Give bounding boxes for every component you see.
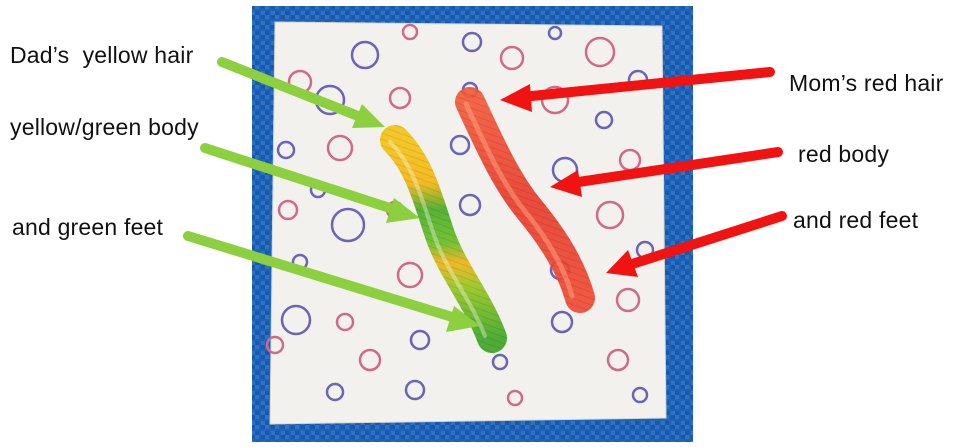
label-moms-red-hair: Mom’s red hair [789,72,943,95]
label-dads-yellow-hair: Dad’s yellow hair [10,44,193,67]
label-green-feet: and green feet [12,216,163,239]
label-yellow-green-body: yellow/green body [10,116,199,139]
label-red-body: red body [798,143,889,166]
label-red-feet: and red feet [793,209,918,232]
